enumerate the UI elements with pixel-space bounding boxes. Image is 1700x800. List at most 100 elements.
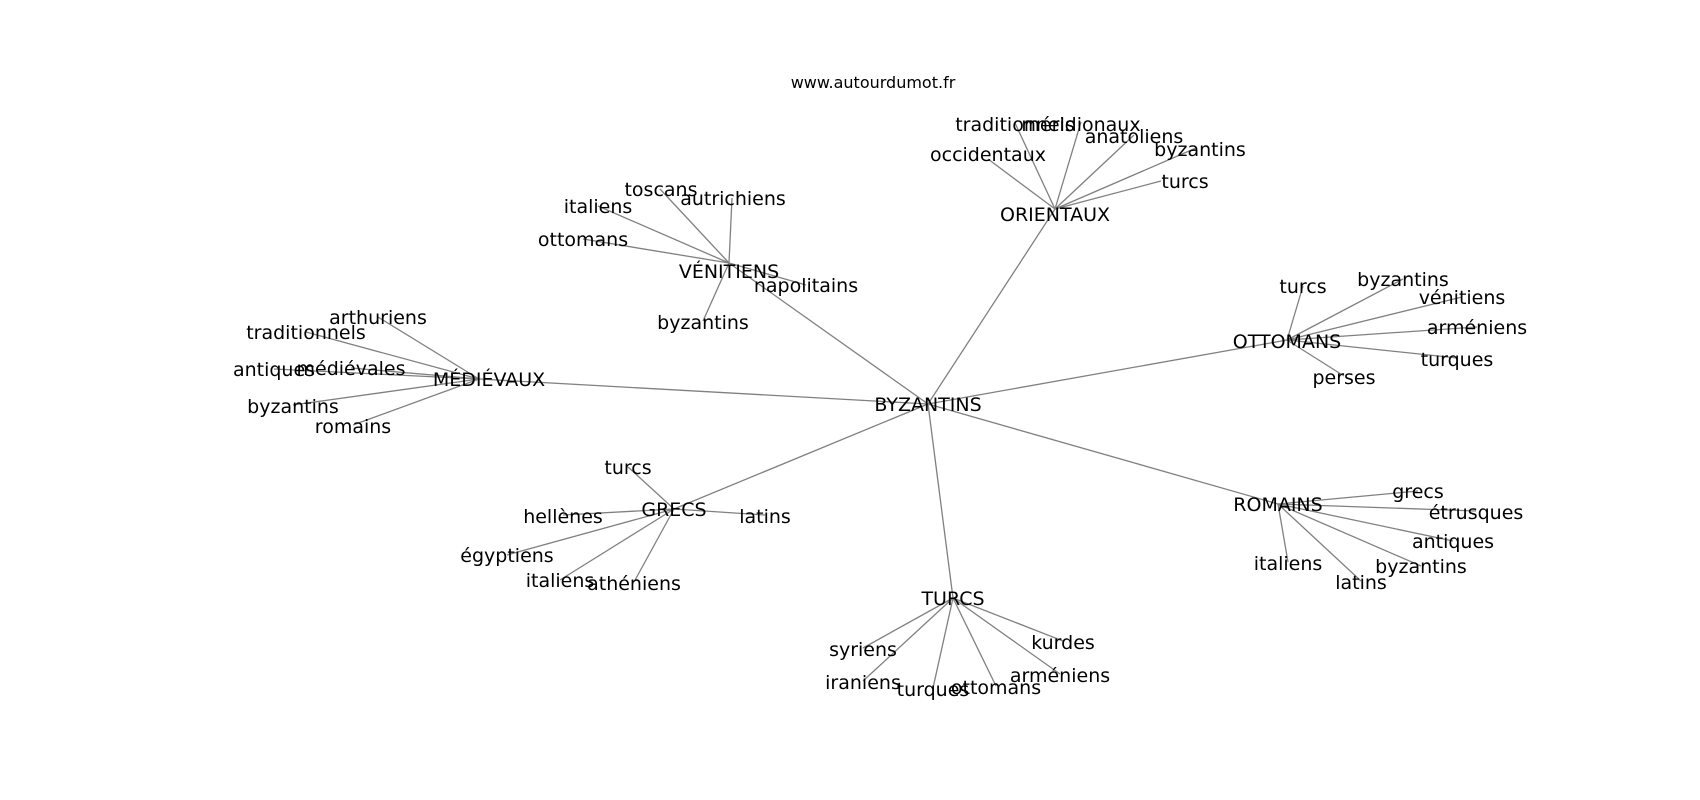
- edge-5-2: [1277, 503, 1454, 542]
- edge-center-0: [927, 208, 1056, 405]
- edge-3-0: [377, 316, 480, 380]
- edge-1-1: [728, 197, 733, 264]
- center-node-label: BYZANTINS: [874, 394, 981, 416]
- leaf-word-label: byzantins: [1154, 139, 1246, 161]
- edge-3-2: [273, 368, 480, 380]
- leaf-word-label: méridionaux: [1021, 114, 1140, 136]
- leaf-word-label: arméniens: [1010, 665, 1110, 687]
- edge-3-4: [292, 378, 480, 406]
- edge-5-1: [1277, 503, 1477, 512]
- cluster-node-label: GRECS: [641, 499, 706, 521]
- leaf-word-label: byzantins: [657, 312, 749, 334]
- leaf-word-label: hellènes: [523, 506, 603, 528]
- edge-0-1: [1054, 121, 1082, 210]
- leaf-word-label: antiques: [1412, 531, 1494, 553]
- edge-2-5: [1286, 339, 1345, 377]
- leaf-word-label: vénitiens: [1419, 287, 1506, 309]
- site-watermark: www.autourdumot.fr: [791, 73, 956, 92]
- leaf-word-label: ottomans: [538, 229, 628, 251]
- leaf-word-label: traditionnels: [955, 114, 1075, 136]
- leaf-word-label: kurdes: [1031, 632, 1095, 654]
- cluster-node-label: TURCS: [920, 588, 984, 610]
- edge-0-2: [1054, 134, 1135, 210]
- edge-0-0: [1014, 122, 1056, 210]
- edge-5-0: [1277, 490, 1419, 505]
- leaf-word-label: latins: [739, 506, 791, 528]
- cluster-node-label: ROMAINS: [1233, 494, 1322, 516]
- edge-1-4: [728, 262, 807, 286]
- leaf-word-label: romains: [315, 416, 391, 438]
- leaf-word-label: latins: [1335, 572, 1387, 594]
- edge-center-2: [927, 339, 1288, 405]
- edge-4-5: [633, 508, 675, 583]
- edge-2-3: [1286, 326, 1478, 341]
- leaf-word-label: syriens: [829, 639, 897, 661]
- leaf-word-label: arméniens: [1427, 317, 1527, 339]
- leaf-word-label: italiens: [1254, 553, 1323, 575]
- edge-3-1: [305, 331, 480, 380]
- leaf-word-label: byzantins: [247, 396, 339, 418]
- leaf-word-label: occidentaux: [930, 144, 1046, 166]
- edge-center-5: [927, 403, 1279, 505]
- leaf-word-label: turques: [897, 679, 970, 701]
- edge-3-3: [350, 367, 480, 380]
- edge-2-0: [1286, 285, 1304, 341]
- leaf-word-label: antiques: [233, 359, 315, 381]
- leaf-word-label: turcs: [604, 457, 651, 479]
- leaf-word-label: étrusques: [1429, 502, 1524, 524]
- cluster-node-label: ORIENTAUX: [1000, 204, 1110, 226]
- edge-0-5: [987, 158, 1056, 210]
- leaf-word-label: italiens: [564, 196, 633, 218]
- edge-center-1: [728, 262, 929, 405]
- labels-layer: www.autourdumot.fr BYZANTINS ORIENTAUX tra…: [233, 73, 1527, 701]
- leaf-word-label: turcs: [1279, 276, 1326, 298]
- edge-5-3: [1277, 503, 1422, 567]
- edge-6-1: [862, 597, 954, 682]
- edge-2-1: [1286, 278, 1404, 341]
- leaf-word-label: italiens: [526, 570, 595, 592]
- leaf-word-label: médiévales: [297, 358, 406, 380]
- leaf-word-label: autrichiens: [680, 188, 786, 210]
- edge-6-2: [932, 597, 954, 689]
- leaf-word-label: iraniens: [825, 672, 901, 694]
- edges-layer: [273, 121, 1478, 689]
- leaf-word-label: traditionnels: [246, 322, 366, 344]
- leaf-word-label: grecs: [1392, 481, 1444, 503]
- edge-4-1: [562, 508, 675, 516]
- edge-0-3: [1054, 147, 1197, 210]
- edge-center-4: [673, 403, 929, 510]
- edge-6-5: [952, 597, 1064, 642]
- edge-2-2: [1286, 296, 1463, 341]
- edge-3-5: [352, 378, 480, 426]
- edge-1-3: [582, 238, 730, 264]
- edge-6-3: [952, 597, 997, 687]
- leaf-word-label: perses: [1312, 367, 1375, 389]
- edge-1-0: [659, 188, 730, 264]
- cluster-node-label: MÉDIÉVAUX: [433, 368, 545, 391]
- leaf-word-label: byzantins: [1375, 556, 1467, 578]
- edge-1-2: [597, 205, 730, 264]
- edge-center-3: [478, 378, 929, 405]
- edge-4-0: [627, 466, 675, 510]
- leaf-word-label: napolitains: [754, 275, 858, 297]
- cluster-node-label: OTTOMANS: [1233, 331, 1341, 353]
- leaf-word-label: turques: [1421, 349, 1494, 371]
- edge-4-3: [506, 508, 675, 556]
- leaf-word-label: turcs: [1161, 171, 1208, 193]
- edge-6-4: [952, 597, 1061, 675]
- edge-1-5: [702, 262, 730, 322]
- leaf-word-label: anatoliens: [1085, 126, 1184, 148]
- edge-5-5: [1277, 503, 1289, 563]
- leaf-word-label: ottomans: [951, 677, 1041, 699]
- edge-0-4: [1054, 180, 1162, 210]
- leaf-word-label: athéniens: [587, 573, 681, 595]
- edge-2-4: [1286, 339, 1458, 359]
- edge-6-0: [862, 597, 954, 649]
- edge-4-2: [673, 508, 766, 516]
- edge-4-4: [559, 508, 675, 581]
- leaf-word-label: arthuriens: [329, 307, 427, 329]
- leaf-word-label: égyptiens: [460, 545, 553, 567]
- edge-center-6: [927, 403, 954, 599]
- leaf-word-label: byzantins: [1357, 269, 1449, 291]
